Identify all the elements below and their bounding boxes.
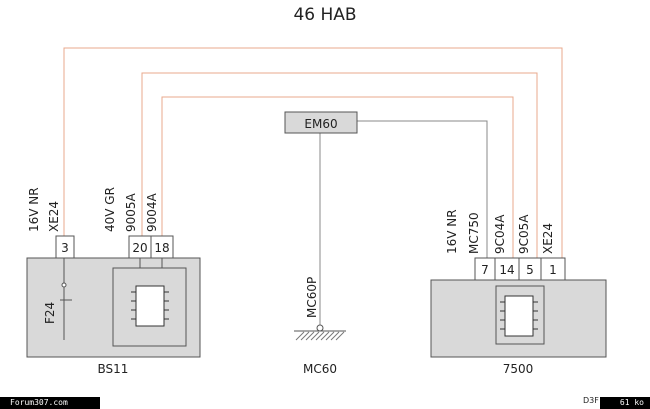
7500-pin-1: 1	[549, 263, 557, 277]
bs11-pin-3: 3	[61, 241, 69, 255]
7500-pin-14: 14	[499, 263, 514, 277]
em60-box	[284, 111, 358, 134]
7500-label-9c05a: 9C05A	[517, 214, 531, 254]
em60-label: EM60	[304, 117, 337, 131]
7500-name: 7500	[503, 362, 534, 376]
footer-left-badge: Forum307.com	[0, 397, 100, 409]
ground-hatch-icon	[295, 331, 345, 341]
wire-em60-mc750	[357, 120, 488, 258]
bs11-pin-18: 18	[154, 241, 169, 255]
diagram-title: 46 HAB	[293, 5, 356, 25]
bs11-label-xe24: XE24	[47, 201, 61, 232]
7500-ic-chip-icon	[504, 295, 534, 337]
bs11-inner-frame	[112, 267, 187, 347]
bs11-label-16v-nr: 16V NR	[27, 187, 41, 232]
wire-9005a	[141, 72, 538, 258]
bs11-name: BS11	[98, 362, 129, 376]
bs11-ic-pins	[131, 291, 169, 320]
bs11-pin-20: 20	[132, 241, 147, 255]
ground-name: MC60	[303, 362, 337, 376]
wire-xe24	[63, 47, 563, 258]
ground-contact	[316, 324, 324, 332]
7500-label-mc750: MC750	[467, 212, 481, 254]
bs11-fuse-label: F24	[43, 302, 57, 324]
7500-inner-frame	[495, 285, 545, 345]
7500-label-16v-nr: 16V NR	[445, 209, 459, 254]
7500-pin-1-box	[540, 257, 566, 281]
bs11-label-9004a: 9004A	[145, 192, 159, 232]
bs11-ic-chip-icon	[135, 285, 165, 327]
footer-right-badge: 61 ko	[600, 397, 650, 409]
bs11-label-40v-gr: 40V GR	[103, 187, 117, 232]
footer-mid-text: D3F	[583, 396, 599, 405]
bs11-label-9005a: 9005A	[124, 192, 138, 232]
wire-9004a	[161, 96, 514, 258]
bs11-pin-3-box	[55, 235, 75, 259]
7500-pin-5: 5	[526, 263, 534, 277]
7500-label-9c04a: 9C04A	[493, 214, 507, 254]
7500-pin-7: 7	[481, 263, 489, 277]
ground-label: MC60P	[305, 277, 319, 318]
7500-ic-pins	[500, 301, 538, 330]
7500-label-xe24: XE24	[541, 223, 555, 254]
bs11-fuse-contact	[61, 282, 67, 288]
